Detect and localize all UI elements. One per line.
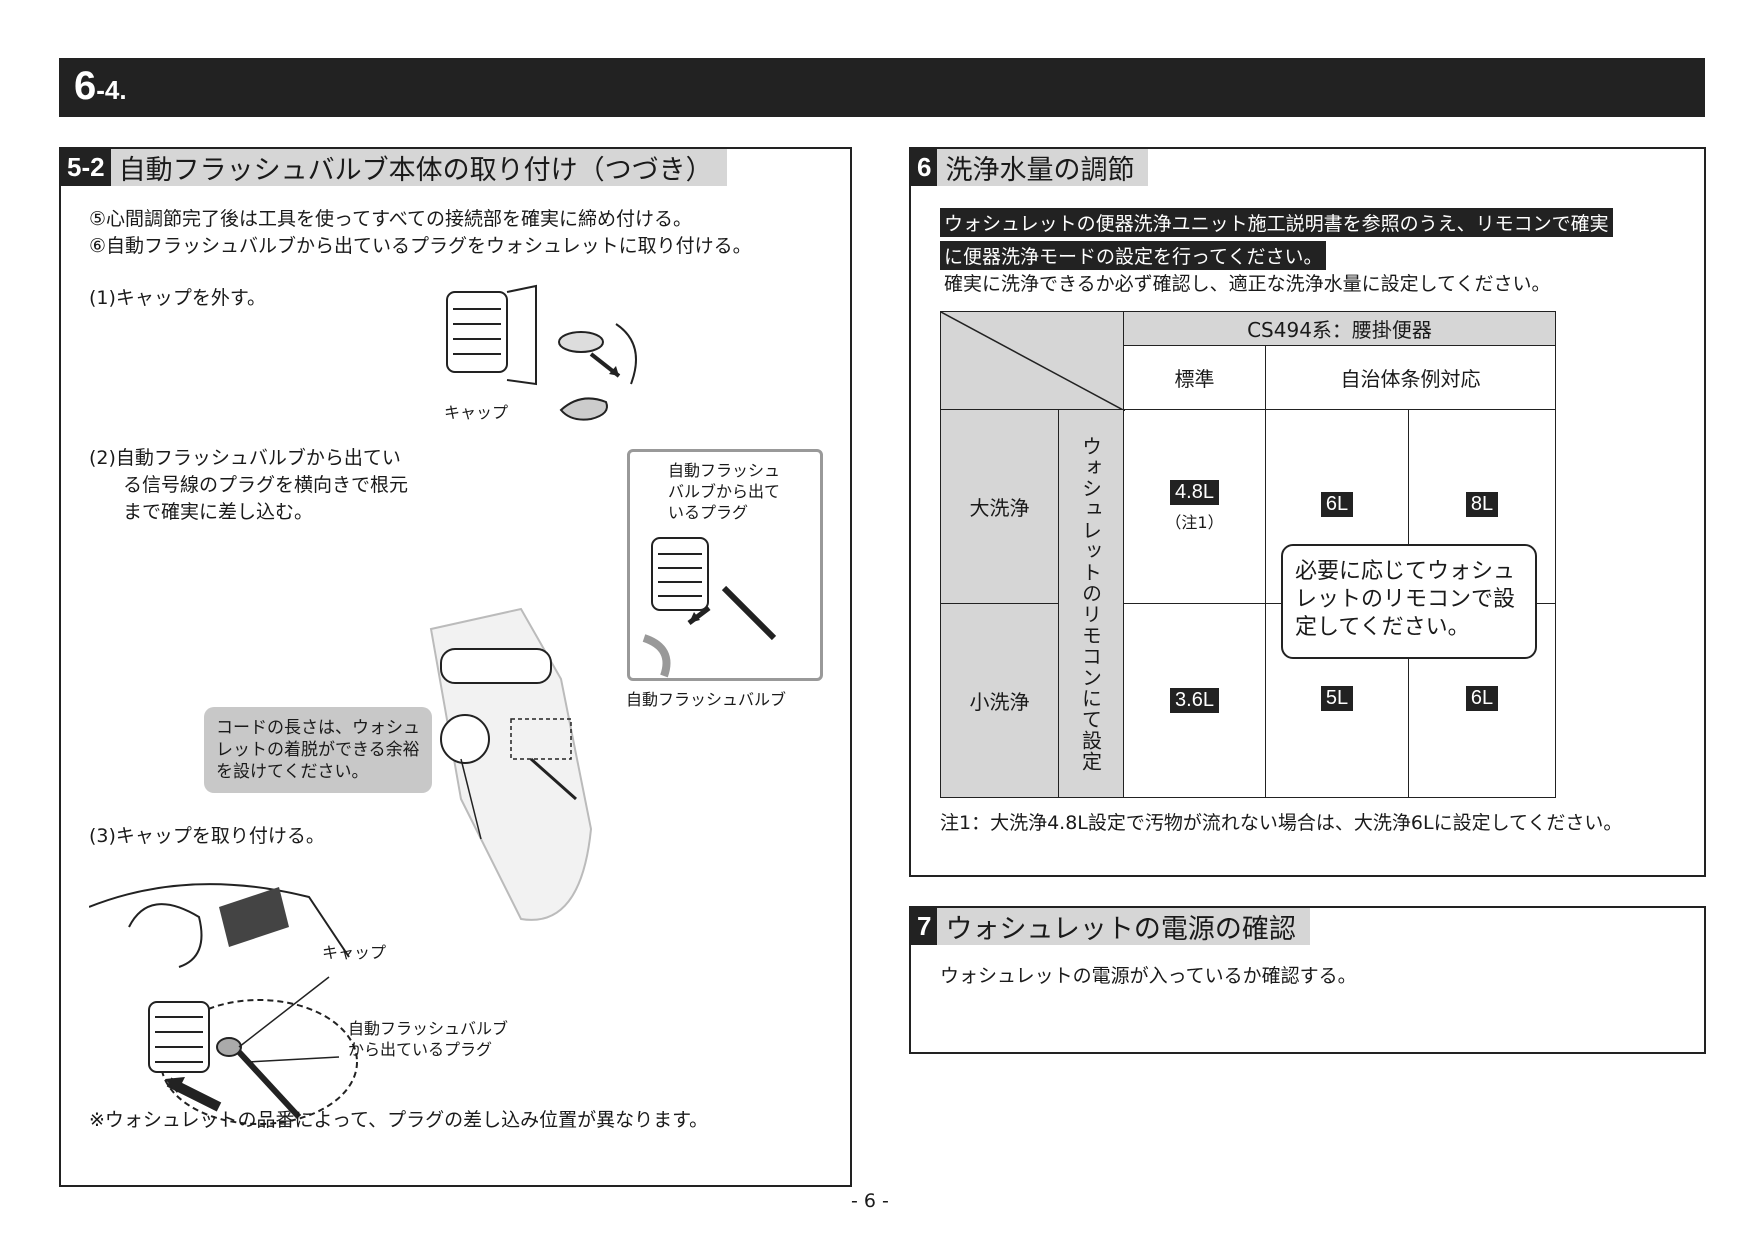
remote-callout-line-3: 定してください。 <box>1295 615 1470 640</box>
section-7-panel: 7 ウォシュレットの電源の確認 ウォシュレットの電源が入っているか確認する。 <box>909 906 1706 1054</box>
page-number: - 6 - <box>851 1190 889 1212</box>
volume-badge: 5L <box>1320 686 1354 711</box>
plug-closeup-drawing <box>642 537 777 678</box>
section-5-2-panel: 5-2 自動フラッシュバルブ本体の取り付け（つづき） ⑤心間調節完了後は工具を使… <box>59 147 852 1187</box>
flush-volume-table: CS494系：腰掛便器 標準 自治体条例対応 大洗浄 小洗浄 ウォシュレットのリ… <box>940 311 1556 798</box>
plug-label-2-line-1: 自動フラッシュバルブ <box>348 1019 509 1038</box>
cap-label-2: キャップ <box>322 943 387 962</box>
volume-badge: 8L <box>1465 492 1499 517</box>
step-5-text: ⑤心間調節完了後は工具を使ってすべての接続部を確実に締め付ける。 <box>89 208 692 230</box>
standard-col-header: 標準 <box>1123 345 1266 410</box>
remote-setting-callout: 必要に応じてウォシュ レットのリモコンで設 定してください。 <box>1281 544 1537 659</box>
large-standard-cell: 4.8L （注1） <box>1123 409 1266 604</box>
remove-cap-illustration <box>446 284 637 421</box>
diagonal-line <box>941 312 1125 411</box>
remote-callout-line-1: 必要に応じてウォシュ <box>1295 559 1516 584</box>
attach-cap-illustration <box>89 883 358 1125</box>
model-note: ※ウォシュレットの品番によって、プラグの差し込み位置が異なります。 <box>89 1109 709 1131</box>
step-6-text: ⑥自動フラッシュバルブから出ているプラグをウォシュレットに取り付ける。 <box>89 235 752 257</box>
large-flush-row-header: 大洗浄 <box>940 409 1059 604</box>
substep-1-text: (1)キャップを外す。 <box>89 287 267 309</box>
plug-insert-illustration <box>429 607 593 921</box>
chapter-number: 6-4. <box>74 64 127 108</box>
model-header-cell: CS494系：腰掛便器 <box>1123 311 1556 346</box>
volume-badge: 3.6L <box>1170 688 1219 713</box>
table-footnote: 注1：大洗浄4.8L設定で汚物が流れない場合は、大洗浄6Lに設定してください。 <box>940 812 1623 834</box>
volume-badge: 4.8L <box>1170 480 1219 505</box>
remote-setting-cell: ウォシュレットのリモコンにて設定 <box>1058 409 1124 798</box>
section-5-2-header: 5-2 自動フラッシュバルブ本体の取り付け（つづき） <box>61 149 727 186</box>
section-title: ウォシュレットの電源の確認 <box>945 914 1296 945</box>
substep-3-text: (3)キャップを取り付ける。 <box>89 825 325 847</box>
section-badge: 7 <box>911 908 938 945</box>
highlight-line-1: ウォシュレットの便器洗浄ユニット施工説明書を参照のうえ、リモコンで確実 <box>940 208 1613 237</box>
section-6-header: 6 洗浄水量の調節 <box>911 149 1149 186</box>
section-badge: 6 <box>911 149 938 186</box>
substep-2-line-2: る信号線のプラグを横向きで根元 <box>123 474 409 496</box>
section-badge: 5-2 <box>61 149 111 186</box>
section-7-header: 7 ウォシュレットの電源の確認 <box>911 908 1310 945</box>
highlight-line-2: に便器洗浄モードの設定を行ってください。 <box>940 241 1327 270</box>
plug-closeup-box: 自動フラッシュ バルブから出て いるプラグ <box>627 449 823 681</box>
cord-callout-line-2: レットの着脱ができる余裕 <box>216 740 420 760</box>
cord-callout-line-1: コードの長さは、ウォシュ <box>216 718 420 738</box>
plug-callout-line-1: 自動フラッシュ <box>668 461 781 480</box>
note-mark: （注1） <box>1165 513 1224 532</box>
substep-2-line-3: まで確実に差し込む。 <box>123 501 314 523</box>
plug-callout-line-2: バルブから出て <box>668 482 781 501</box>
plug-label-2-line-2: から出ているプラグ <box>348 1040 493 1059</box>
remote-callout-line-2: レットのリモコンで設 <box>1295 587 1516 612</box>
remote-setting-label: ウォシュレットのリモコンにて設定 <box>1078 435 1103 772</box>
section-title: 洗浄水量の調節 <box>945 155 1135 186</box>
cap-label-1: キャップ <box>444 403 509 422</box>
confirm-text: 確実に洗浄できるか必ず確認し、適正な洗浄水量に設定してください。 <box>944 273 1551 295</box>
power-check-text: ウォシュレットの電源が入っているか確認する。 <box>940 965 1357 987</box>
page-header-bar: 6-4. <box>59 58 1705 117</box>
section-6-panel: 6 洗浄水量の調節 ウォシュレットの便器洗浄ユニット施工説明書を参照のうえ、リモ… <box>909 147 1706 877</box>
section-title: 自動フラッシュバルブ本体の取り付け（つづき） <box>118 155 713 186</box>
small-flush-row-header: 小洗浄 <box>940 603 1059 798</box>
cord-length-callout: コードの長さは、ウォシュ レットの着脱ができる余裕 を設けてください。 <box>204 707 432 793</box>
plug-callout-line-3: いるプラグ <box>668 503 749 522</box>
volume-badge: 6L <box>1320 492 1354 517</box>
local-col-header: 自治体条例対応 <box>1265 345 1556 410</box>
small-standard-cell: 3.6L <box>1123 603 1266 798</box>
corner-cell <box>940 311 1125 411</box>
cord-callout-line-3: を設けてください。 <box>216 762 369 782</box>
valve-label: 自動フラッシュバルブ <box>626 690 787 709</box>
volume-badge: 6L <box>1465 686 1499 711</box>
substep-2-line-1: (2)自動フラッシュバルブから出てい <box>89 447 401 469</box>
